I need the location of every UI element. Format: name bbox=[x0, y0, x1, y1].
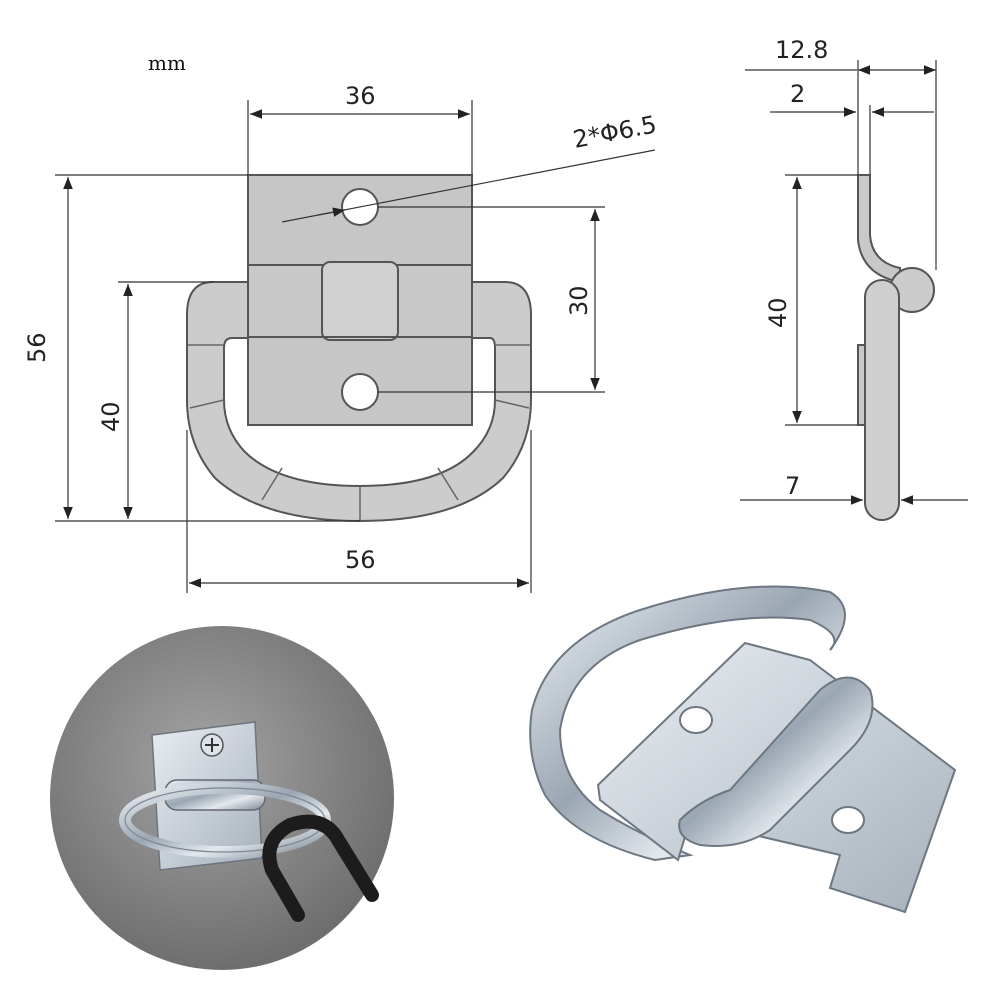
installed-photo bbox=[50, 626, 394, 970]
bottom-hole bbox=[341, 373, 379, 411]
dim-overall-width: 56 bbox=[345, 546, 376, 574]
front-dimensions bbox=[55, 100, 656, 593]
side-dimension-labels: 12.8 2 40 7 bbox=[764, 36, 828, 500]
dim-hole-spec: 2*Φ6.5 bbox=[571, 110, 659, 154]
dim-overall-depth: 12.8 bbox=[775, 36, 828, 64]
product-ring bbox=[529, 585, 846, 862]
unit-label: mm bbox=[148, 51, 186, 75]
black-hook bbox=[262, 814, 379, 922]
side-dimensions bbox=[740, 60, 968, 505]
front-view bbox=[186, 174, 532, 523]
d-ring bbox=[186, 281, 532, 523]
product-bottom-hole bbox=[831, 806, 865, 834]
dim-plate-width: 36 bbox=[345, 82, 376, 110]
dim-side-height: 40 bbox=[764, 297, 792, 328]
side-view bbox=[857, 174, 935, 521]
dim-hole-spacing: 30 bbox=[565, 285, 593, 316]
dim-ring-height: 40 bbox=[97, 401, 125, 432]
dim-overall-height: 56 bbox=[23, 332, 51, 363]
side-ring bbox=[864, 279, 900, 521]
product-photo bbox=[529, 585, 957, 914]
dim-ring-thickness: 7 bbox=[785, 472, 800, 500]
dim-plate-thickness: 2 bbox=[790, 80, 805, 108]
product-top-hole bbox=[679, 706, 713, 734]
